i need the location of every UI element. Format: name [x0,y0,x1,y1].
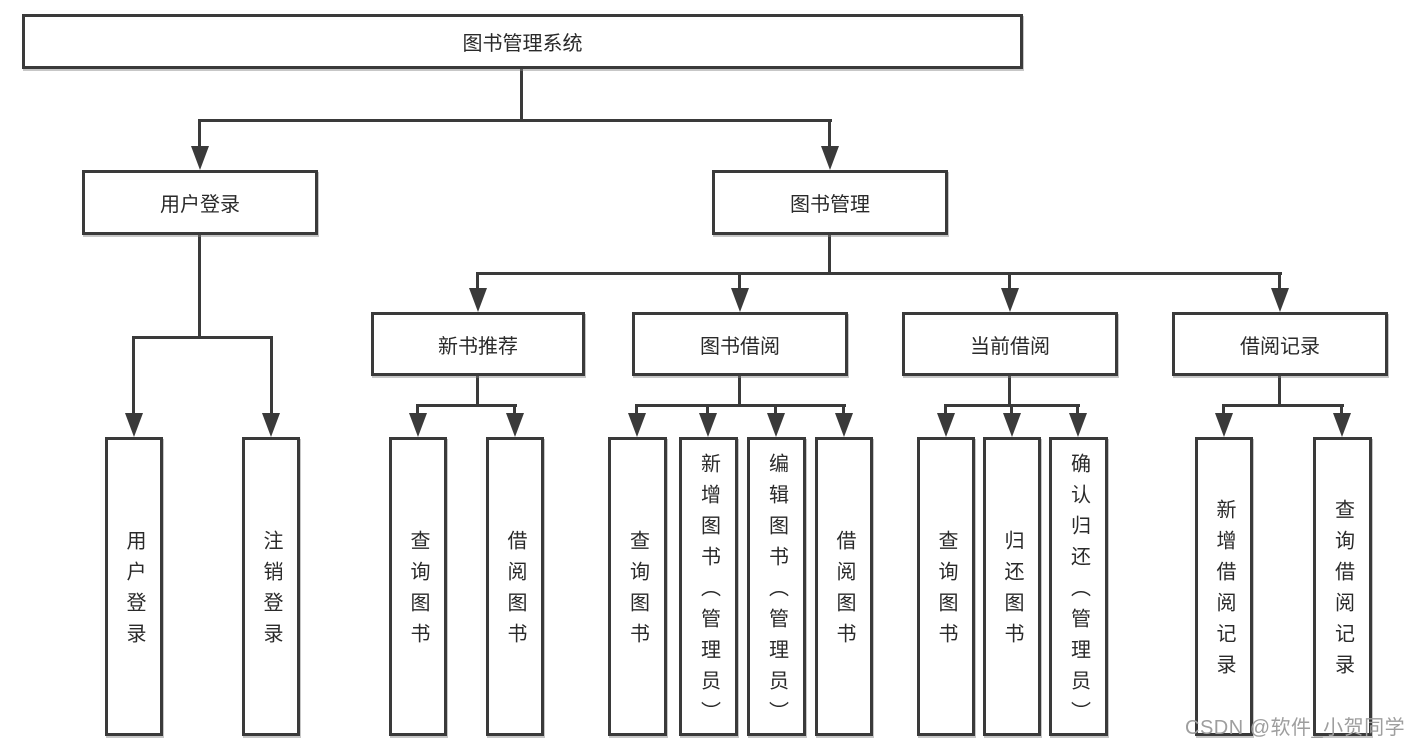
node-new-book-recommend: 新书推荐 [371,312,585,376]
connector-drop-leaf [635,404,638,416]
connector-book-management-stem [828,235,831,275]
leaf-query-borrow-record: 查询借阅记录 [1313,437,1372,736]
connector-drop-leaf [132,336,135,420]
connector-borrow-records-stem [1278,376,1281,407]
leaf-label: 编辑图书（管理员） [765,452,788,732]
csdn-watermark: CSDN @软件_小贺同学 [1185,717,1405,739]
arrowhead-down-icon [1271,288,1289,312]
leaf-borrow-books: 借阅图书 [815,437,873,736]
connector-drop-leaf [706,404,709,416]
arrowhead-down-icon [125,413,143,437]
arrowhead-down-icon [937,413,955,437]
connector-book-borrow-branch [635,404,846,407]
node-book-management: 图书管理 [712,170,948,235]
connector-drop-leaf [1010,404,1013,416]
connector-drop-book-borrow [738,272,741,292]
arrowhead-down-icon [409,413,427,437]
arrowhead-down-icon [1003,413,1021,437]
connector-drop-new-book [476,272,479,292]
connector-book-management-branch [476,272,1282,275]
leaf-label: 注销登录 [260,530,282,654]
arrowhead-down-icon [1001,288,1019,312]
connector-new-book-stem [476,376,479,407]
leaf-query-books-borrow: 查询图书 [608,437,667,736]
leaf-query-books-recommend: 查询图书 [389,437,447,736]
arrowhead-down-icon [506,413,524,437]
leaf-add-borrow-record: 新增借阅记录 [1195,437,1253,736]
connector-current-borrow-stem [1008,376,1011,407]
connector-drop-leaf [1222,404,1225,416]
connector-user-login-stem [198,235,201,337]
connector-new-book-branch [416,404,517,407]
leaf-label: 查询借阅记录 [1331,499,1354,685]
arrowhead-down-icon [628,413,646,437]
arrowhead-down-icon [699,413,717,437]
arrowhead-down-icon [1215,413,1233,437]
leaf-logout: 注销登录 [242,437,300,736]
connector-book-borrow-stem [738,376,741,407]
node-user-login: 用户登录 [82,170,318,235]
connector-drop-leaf [513,404,516,416]
connector-borrow-records-branch [1222,404,1344,407]
node-current-borrow: 当前借阅 [902,312,1118,376]
arrowhead-down-icon [821,146,839,170]
leaf-borrow-books-recommend: 借阅图书 [486,437,544,736]
arrowhead-down-icon [1333,413,1351,437]
leaf-label: 查询图书 [935,530,957,654]
node-book-borrow: 图书借阅 [632,312,848,376]
leaf-label: 归还图书 [1001,530,1023,654]
leaf-label: 借阅图书 [504,530,526,654]
connector-drop-leaf [416,404,419,416]
arrowhead-down-icon [767,413,785,437]
arrowhead-down-icon [262,413,280,437]
connector-drop-leaf [270,336,273,420]
leaf-edit-books-admin: 编辑图书（管理员） [747,437,806,736]
node-root-library-system: 图书管理系统 [22,14,1023,69]
leaf-label: 确认归还（管理员） [1067,452,1090,732]
arrowhead-down-icon [731,288,749,312]
connector-drop-book-management [828,119,831,151]
connector-root-stem [520,68,523,122]
leaf-label: 查询图书 [407,530,429,654]
connector-drop-leaf [1340,404,1343,416]
connector-user-login-branch [132,336,273,339]
leaf-query-books-current: 查询图书 [917,437,975,736]
node-borrow-records: 借阅记录 [1172,312,1388,376]
arrowhead-down-icon [191,146,209,170]
leaf-label: 借阅图书 [833,530,855,654]
connector-drop-borrow-records [1278,272,1281,292]
leaf-label: 查询图书 [626,530,649,654]
arrowhead-down-icon [835,413,853,437]
arrowhead-down-icon [469,288,487,312]
connector-drop-leaf [1076,404,1079,416]
connector-drop-user-login [198,119,201,151]
leaf-add-books-admin: 新增图书（管理员） [679,437,738,736]
leaf-return-books: 归还图书 [983,437,1041,736]
leaf-label: 新增借阅记录 [1213,499,1235,685]
connector-drop-leaf [842,404,845,416]
connector-drop-leaf [774,404,777,416]
leaf-label: 新增图书（管理员） [697,452,720,732]
connector-drop-current-borrow [1008,272,1011,292]
connector-drop-leaf [944,404,947,416]
leaf-label: 用户登录 [123,530,145,654]
leaf-confirm-return-admin: 确认归还（管理员） [1049,437,1108,736]
connector-root-branch [198,119,832,122]
arrowhead-down-icon [1069,413,1087,437]
leaf-user-login: 用户登录 [105,437,163,736]
